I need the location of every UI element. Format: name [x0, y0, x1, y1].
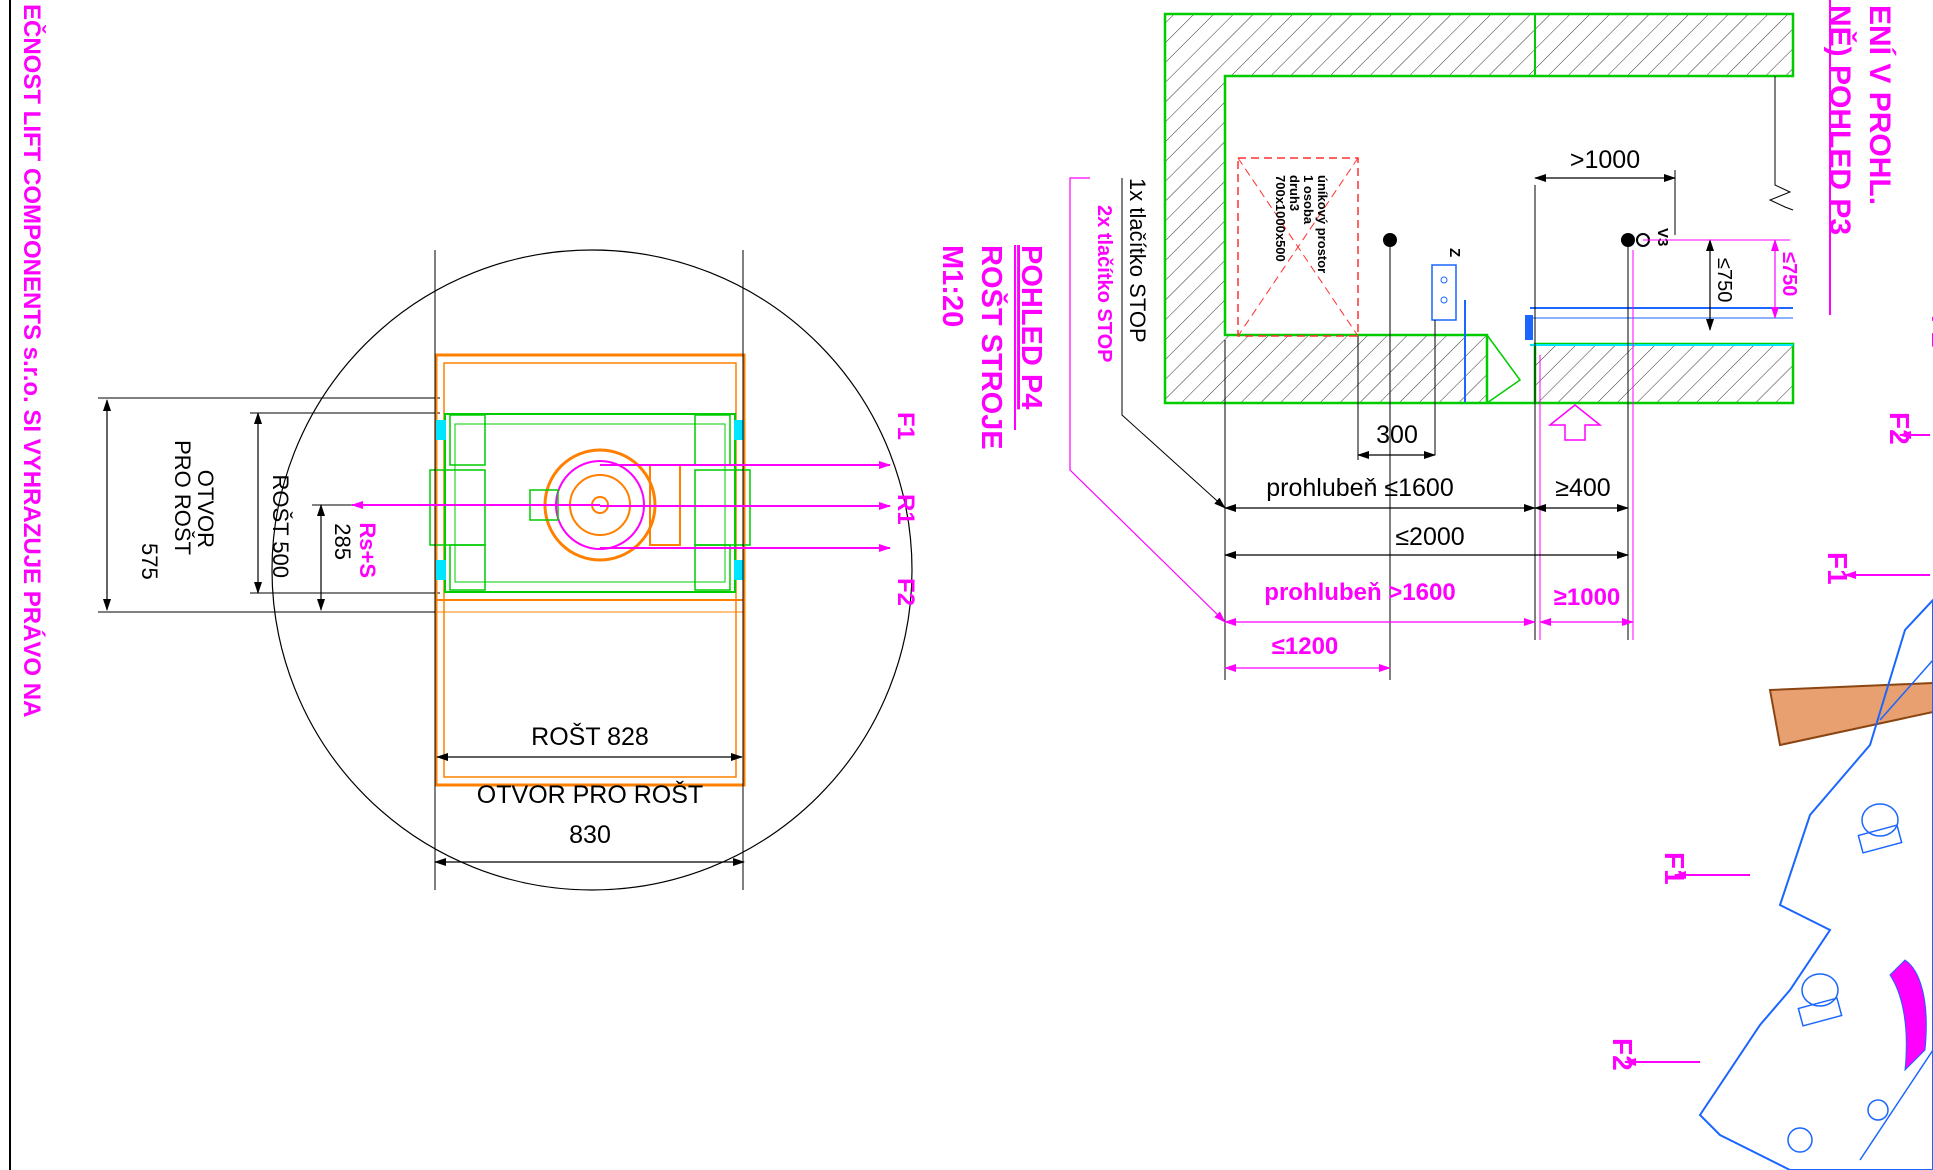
label-z: Z — [1446, 248, 1463, 257]
refuge-box — [1237, 157, 1359, 337]
dim-otvor830-label: OTVOR PRO ROŠT — [477, 780, 703, 809]
dim-le2000-label: ≤2000 — [1395, 523, 1464, 551]
iso-coil — [1889, 959, 1927, 1072]
iso-hole — [1861, 803, 1899, 837]
p3-view: úníkový prostor 1 osoba druh3 700x1000x5… — [1069, 0, 1897, 680]
dim-rost828-label: ROŠT 828 — [531, 722, 649, 751]
dim-le1200-label: ≤1200 — [1272, 633, 1339, 660]
iso-plate — [1698, 598, 1933, 1170]
socket-hole — [1440, 296, 1448, 304]
iso-force-f2-upper: F2 — [1884, 412, 1915, 445]
p4-title: POHLED P4 — [1015, 245, 1047, 409]
iso-bracket — [1797, 997, 1843, 1027]
dim-prohluben1600-label: prohlubeň ≤1600 — [1266, 474, 1454, 502]
dim-285-label: 285 — [330, 523, 355, 560]
dim-prohluben-gt1600-label: prohlubeň >1600 — [1264, 579, 1455, 606]
socket-icon — [1431, 264, 1457, 321]
refuge-label: 700x1000x500 — [1273, 175, 1288, 262]
stop1-leader — [1121, 178, 1226, 509]
machine-frame — [429, 353, 751, 787]
stop1-label: 1x tlačítko STOP — [1125, 178, 1150, 343]
pit-step — [1486, 334, 1522, 404]
iso-force-f1-lower: F1 — [1659, 852, 1690, 885]
stop2-label: 2x tlačítko STOP — [1093, 205, 1115, 362]
iso-plate-edge — [1879, 659, 1933, 721]
iso-force-f2-top: F2 — [1926, 315, 1933, 348]
stop2-leader — [1069, 177, 1226, 623]
dim-ge400-label: ≥400 — [1555, 474, 1610, 502]
refuge-cross — [1237, 157, 1359, 337]
dim-otvor-label: PRO ROŠT — [170, 440, 195, 555]
iso-beam — [1768, 681, 1933, 747]
iso-wheel — [1867, 1099, 1889, 1121]
force-rs-label: Rs+S — [355, 522, 380, 578]
p3-title-line1: ENÍ V PROHL. — [1863, 5, 1897, 205]
iso-hole — [1801, 973, 1839, 1007]
iso-plate-edge — [1859, 1049, 1933, 1161]
copyright-text: EČNOST LIFT COMPONENTS s.r.o. SI VYHRAZU… — [18, 4, 46, 717]
buffer — [1525, 315, 1533, 340]
p4-view: 575 PRO ROŠT OTVOR ROŠT 500 285 Rs+S — [98, 245, 1047, 891]
up-arrow-icon — [1547, 404, 1603, 441]
p4-scale: M1:20 — [936, 245, 968, 327]
dim-otvor-label: OTVOR — [193, 470, 218, 548]
socket-hole — [1440, 276, 1448, 284]
dim-le750-magenta: ≤750 — [1778, 252, 1800, 296]
p3-title-line2: NĚ) POHLED P3 — [1823, 5, 1857, 235]
iso-force-f1-upper: F1 — [1822, 552, 1853, 585]
iso-wheel — [1787, 1127, 1813, 1153]
force-f2-label: F2 — [892, 578, 919, 606]
detail-circle — [271, 249, 913, 891]
iso-view: F2 F2 F1 F1 F2 — [1607, 315, 1933, 1170]
refuge-label: druh3 — [1287, 175, 1302, 211]
dim-300-label: 300 — [1376, 421, 1418, 449]
iso-bracket — [1857, 824, 1903, 854]
iso-force-f2-lower: F2 — [1607, 1038, 1638, 1071]
label-v3: V3 — [1654, 228, 1671, 246]
dim-gt1000-label: >1000 — [1570, 146, 1640, 174]
p4-subtitle: ROŠT STROJE — [975, 245, 1009, 450]
force-f1-label: F1 — [892, 412, 919, 440]
refuge-label: úníkový prostor — [1315, 175, 1330, 273]
refuge-label: 1 osoba — [1301, 175, 1316, 225]
dim-otvor830-value: 830 — [569, 821, 611, 849]
dim-ge1000-label: ≥1000 — [1554, 584, 1621, 611]
break-symbol — [1768, 76, 1794, 211]
dim-le750-black: ≤750 — [1713, 258, 1735, 302]
dim-575-label: 575 — [137, 543, 162, 580]
force-r1-label: R1 — [892, 494, 919, 525]
